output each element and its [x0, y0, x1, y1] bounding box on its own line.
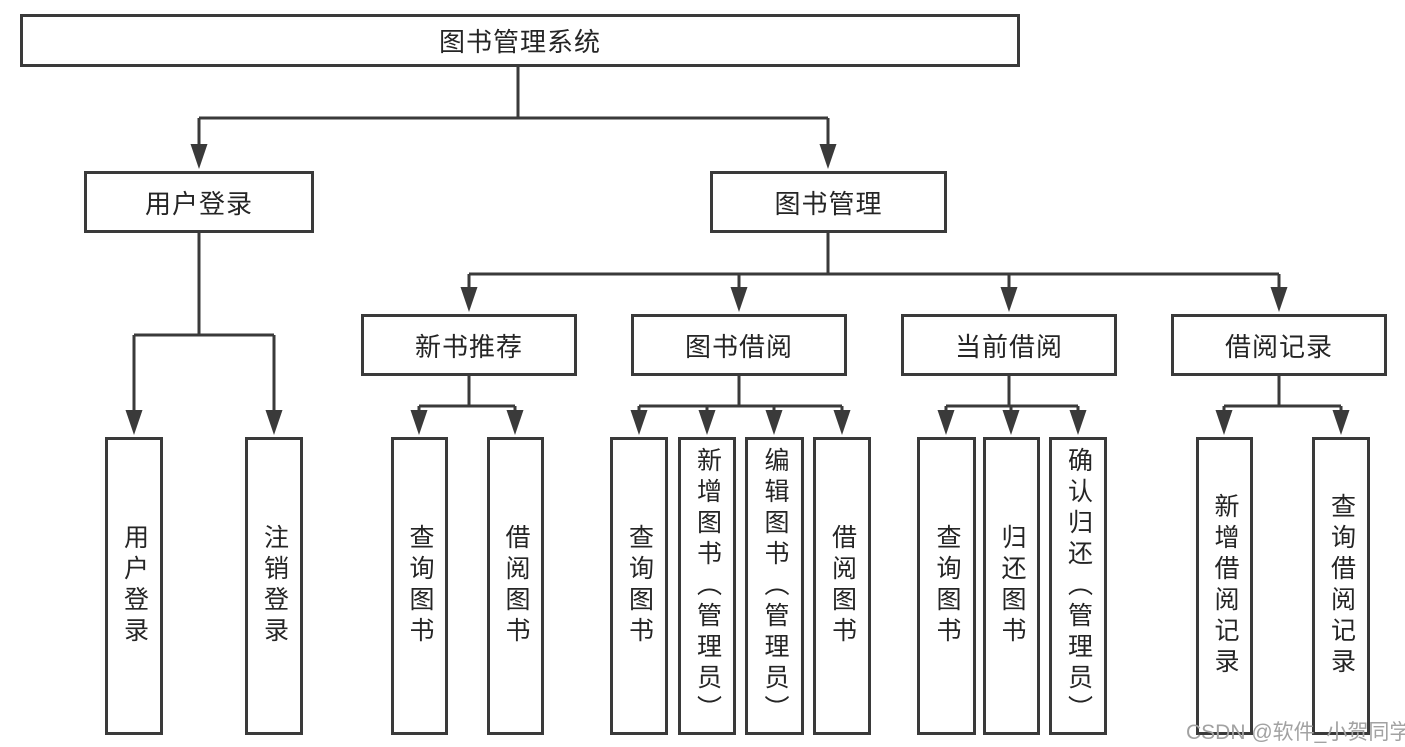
node-book-borrowing: 图书借阅: [631, 314, 847, 376]
node-book-management: 图书管理: [710, 171, 947, 233]
leaf-bb-add-books-admin: 新增图书（管理员）: [678, 437, 736, 735]
leaf-bb-query-books: 查询图书: [610, 437, 668, 735]
node-current-borrowing: 当前借阅: [901, 314, 1117, 376]
leaf-logout: 注销登录: [245, 437, 303, 735]
node-borrow-records: 借阅记录: [1171, 314, 1387, 376]
node-library-system: 图书管理系统: [20, 14, 1020, 67]
leaf-br-query-borrow-record: 查询借阅记录: [1312, 437, 1370, 735]
leaf-nb-borrow-books: 借阅图书: [487, 437, 544, 735]
leaf-bb-borrow-books: 借阅图书: [813, 437, 871, 735]
leaf-br-add-borrow-record: 新增借阅记录: [1196, 437, 1253, 735]
leaf-cb-query-books: 查询图书: [917, 437, 976, 735]
node-user-login: 用户登录: [84, 171, 314, 233]
node-new-book-recommend: 新书推荐: [361, 314, 577, 376]
watermark: CSDN @软件_小贺同学: [1186, 721, 1405, 744]
leaf-nb-query-books: 查询图书: [391, 437, 448, 735]
leaf-cb-confirm-return-admin: 确认归还（管理员）: [1049, 437, 1107, 735]
leaf-user-login: 用户登录: [105, 437, 163, 735]
leaf-cb-return-books: 归还图书: [983, 437, 1040, 735]
leaf-bb-edit-books-admin: 编辑图书（管理员）: [745, 437, 804, 735]
